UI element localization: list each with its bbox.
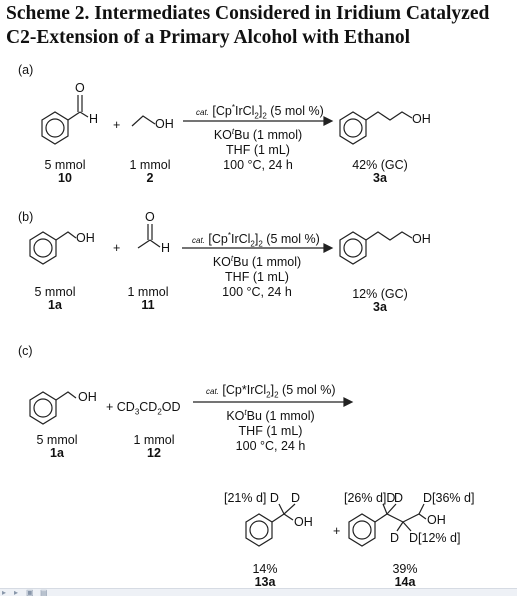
atom-oh-3a-b: OH <box>412 232 431 246</box>
atom-oh-13a: OH <box>294 515 313 529</box>
amount-2: 1 mmol <box>129 158 171 172</box>
atom-oh-c1: OH <box>78 390 97 404</box>
atom-oh-a2: OH <box>155 117 174 131</box>
amount-11: 1 mmol <box>127 285 169 299</box>
compound-id-3a-a: 3a <box>373 171 387 185</box>
atom-h-b2: H <box>161 241 171 255</box>
compound-id-12: 12 <box>147 446 161 460</box>
viewer-toolbar-strip: ▸ ▸ ▣ ▤ <box>0 588 517 597</box>
panel-a-label: (a) <box>18 63 34 77</box>
atom-oh-14a: OH <box>427 513 446 527</box>
compound-id-10: 10 <box>58 171 72 185</box>
yield-13a: 14% <box>252 562 278 576</box>
panel-c-label: (c) <box>18 344 33 358</box>
download-icon[interactable]: ▤ <box>40 588 48 597</box>
temp-a: 100 °C, 24 h <box>223 158 293 172</box>
compound-id-3a-b: 3a <box>373 300 387 314</box>
plus-b: + <box>113 241 121 255</box>
base-a: KOtBu (1 mmol) <box>213 126 303 142</box>
deuterated-ethanol: + CD3CD2OD <box>106 400 181 417</box>
compound-id-14a: 14a <box>394 575 416 589</box>
base-c: KOtBu (1 mmol) <box>226 407 315 423</box>
scheme-title: Scheme 2. Intermediates Considered in Ir… <box>6 2 514 50</box>
temp-c: 100 °C, 24 h <box>235 439 306 453</box>
deuteration-21pct: [21% d] D <box>224 491 279 505</box>
yield-14a: 39% <box>392 562 418 576</box>
atom-d-14a-4: D <box>390 531 400 545</box>
amount-1a-c: 5 mmol <box>36 433 78 447</box>
deuteration-36pct: D[36% d] <box>423 491 475 505</box>
panel-b-label: (b) <box>18 210 34 224</box>
atom-o-a1: O <box>75 81 85 95</box>
compound-id-1a-c: 1a <box>50 446 64 460</box>
atom-d-14a-2: D <box>394 491 404 505</box>
amount-12: 1 mmol <box>133 433 175 447</box>
next-icon[interactable]: ▸ <box>14 588 19 597</box>
temp-b: 100 °C, 24 h <box>222 285 292 299</box>
base-b: KOtBu (1 mmol) <box>212 253 302 269</box>
yield-3a-a: 42% (GC) <box>352 158 408 172</box>
scheme-title-line-2: C2-Extension of a Primary Alcohol with E… <box>6 27 411 48</box>
compound-id-13a: 13a <box>254 575 276 589</box>
catalyst-c: cat. [Cp*IrCl2]2 (5 mol %) <box>206 383 336 400</box>
prev-icon[interactable]: ▸ <box>2 588 7 597</box>
expand-icon[interactable]: ▣ <box>26 588 34 597</box>
yield-3a-b: 12% (GC) <box>352 287 408 301</box>
deuteration-12pct: D[12% d] <box>409 531 461 545</box>
atom-d-13a-2: D <box>291 491 301 505</box>
solvent-c: THF (1 mL) <box>238 424 303 438</box>
atom-o-b2: O <box>145 210 155 224</box>
solvent-a: THF (1 mL) <box>226 143 290 157</box>
compound-id-2: 2 <box>146 171 154 185</box>
catalyst-b: cat. [Cp*IrCl2]2 (5 mol %) <box>192 230 320 249</box>
atom-h-a1: H <box>89 112 99 126</box>
compound-id-11: 11 <box>141 298 155 312</box>
scheme-title-line-1: Scheme 2. Intermediates Considered in Ir… <box>6 3 490 24</box>
catalyst-a: cat. [Cp*IrCl2]2 (5 mol %) <box>196 102 324 121</box>
atom-oh-b1: OH <box>76 231 95 245</box>
compound-id-1a-b: 1a <box>48 298 62 312</box>
plus-a: + <box>113 118 121 132</box>
solvent-b: THF (1 mL) <box>225 270 289 284</box>
atom-oh-3a-a: OH <box>412 112 431 126</box>
plus-c: + <box>333 524 341 538</box>
deuteration-26pct: [26% d]D <box>344 491 396 505</box>
amount-1a-b: 5 mmol <box>34 285 76 299</box>
amount-10: 5 mmol <box>44 158 86 172</box>
